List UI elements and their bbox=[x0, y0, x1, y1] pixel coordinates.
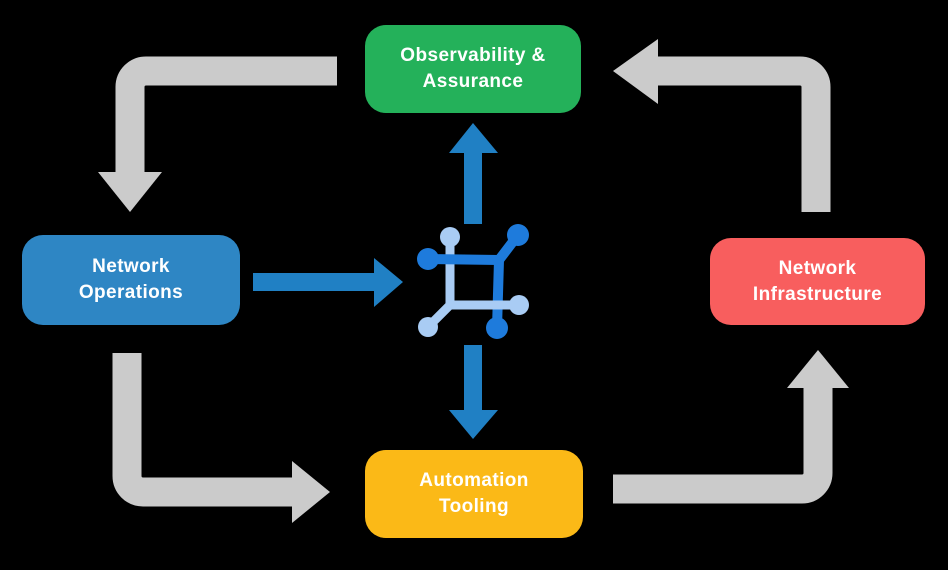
arrow-infrastructure-to-observability-head bbox=[613, 39, 658, 104]
icon-dark-nodes bbox=[417, 224, 529, 339]
arrow-center-to-automation-head bbox=[449, 410, 498, 439]
icon-node-bottom-left bbox=[418, 317, 438, 337]
blue-arrow-shafts bbox=[253, 151, 482, 412]
node-network-infrastructure-label: Network Infrastructure bbox=[752, 257, 883, 305]
arrow-operations-to-center-head bbox=[374, 258, 403, 307]
arrow-automation-to-infrastructure-head bbox=[787, 350, 849, 388]
icon-node-bottom bbox=[486, 317, 508, 339]
arrow-observability-to-operations-head bbox=[98, 172, 162, 212]
arrow-observability-to-operations-shaft bbox=[115, 56, 337, 176]
icon-light-nodes bbox=[418, 227, 529, 337]
gray-arrow-shafts bbox=[112, 56, 833, 507]
network-mesh-icon bbox=[417, 224, 529, 339]
node-observability-assurance-label: Observability & Assurance bbox=[400, 45, 546, 92]
node-observability-assurance: Observability & Assurance bbox=[365, 25, 581, 113]
node-network-operations-label: Network Operations bbox=[78, 256, 184, 303]
arrow-center-to-observability-head bbox=[449, 123, 498, 153]
gray-arrow-heads bbox=[98, 39, 849, 523]
icon-node-left bbox=[417, 248, 439, 270]
arrow-operations-to-automation-head bbox=[292, 461, 330, 523]
arrow-infrastructure-to-observability-shaft bbox=[656, 56, 831, 212]
arrow-automation-to-infrastructure-shaft bbox=[613, 386, 833, 504]
node-network-infrastructure: Network Infrastructure bbox=[710, 238, 925, 325]
icon-node-right bbox=[509, 295, 529, 315]
arrow-operations-to-automation-shaft bbox=[112, 353, 294, 507]
icon-right-edge-line bbox=[492, 255, 504, 333]
blue-arrow-heads bbox=[374, 123, 498, 439]
node-automation-tooling-label: Automation Tooling bbox=[419, 470, 529, 517]
icon-node-top-right bbox=[507, 224, 529, 246]
node-automation-tooling: Automation Tooling bbox=[365, 450, 583, 538]
node-network-operations: Network Operations bbox=[22, 235, 240, 325]
icon-node-top bbox=[440, 227, 460, 247]
